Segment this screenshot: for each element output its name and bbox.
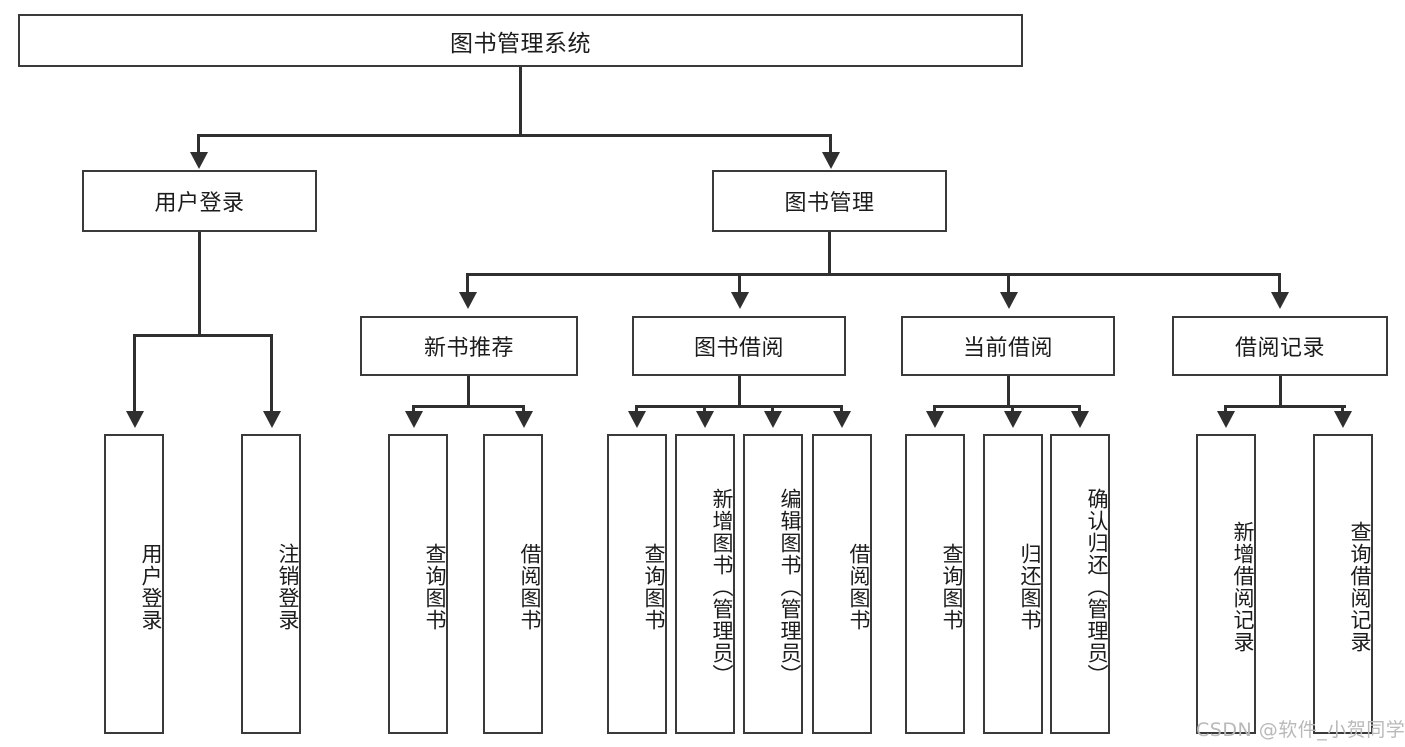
node-leaf-add-book[interactable]: 新增图书（管理员） bbox=[675, 434, 735, 734]
watermark-text: CSDN @软件_小贺同学 bbox=[1196, 719, 1405, 741]
arrowhead-leaf-edit-book bbox=[764, 411, 782, 428]
arrowhead-leaf-confirm-return bbox=[1071, 411, 1089, 428]
edge-cb-bus bbox=[933, 405, 1079, 408]
arrowhead-user-login bbox=[190, 152, 208, 169]
arrowhead-leaf-add-borrow-record bbox=[1217, 411, 1235, 428]
edge-bb-stem bbox=[738, 376, 741, 408]
arrowhead-leaf-query-book-2 bbox=[628, 411, 646, 428]
edge-root-bus bbox=[198, 134, 832, 137]
edge-bm-drop-3 bbox=[1007, 273, 1010, 298]
node-leaf-query-book-2[interactable]: 查询图书 bbox=[607, 434, 667, 734]
edge-user-login-drop-2 bbox=[270, 334, 273, 418]
arrowhead-leaf-borrow-book-1 bbox=[515, 411, 533, 428]
arrowhead-leaf-add-book bbox=[696, 411, 714, 428]
node-user-login[interactable]: 用户登录 bbox=[82, 170, 317, 232]
node-leaf-query-borrow-record[interactable]: 查询借阅记录 bbox=[1313, 434, 1373, 734]
edge-root-to-book-management bbox=[829, 134, 832, 160]
arrowhead-leaf-query-borrow-record bbox=[1334, 411, 1352, 428]
edge-bm-drop-2 bbox=[738, 273, 741, 298]
node-book-borrow[interactable]: 图书借阅 bbox=[632, 316, 846, 376]
arrowhead-leaf-query-book-1 bbox=[405, 411, 423, 428]
node-leaf-query-book-3[interactable]: 查询图书 bbox=[905, 434, 965, 734]
arrowhead-leaf-logout-login bbox=[263, 411, 281, 428]
node-leaf-confirm-return[interactable]: 确认归还（管理员） bbox=[1050, 434, 1110, 734]
edge-user-login-drop-1 bbox=[133, 334, 136, 418]
node-leaf-logout-login[interactable]: 注销登录 bbox=[241, 434, 301, 734]
node-leaf-edit-book[interactable]: 编辑图书（管理员） bbox=[743, 434, 803, 734]
arrowhead-current-borrow bbox=[1000, 292, 1018, 309]
edge-root-to-user-login bbox=[197, 134, 200, 160]
arrowhead-borrow-record bbox=[1271, 292, 1289, 309]
arrowhead-leaf-query-book-3 bbox=[926, 411, 944, 428]
arrowhead-leaf-user-login bbox=[126, 411, 144, 428]
edge-book-management-stem bbox=[828, 232, 831, 276]
edge-br-stem bbox=[1279, 376, 1282, 408]
node-new-book-recommend[interactable]: 新书推荐 bbox=[360, 316, 578, 376]
edge-book-management-bus bbox=[466, 273, 1281, 276]
edge-cb-stem bbox=[1007, 376, 1010, 408]
edge-user-login-stem bbox=[198, 232, 201, 337]
node-leaf-query-book-1[interactable]: 查询图书 bbox=[388, 434, 448, 734]
edge-root-stem bbox=[519, 67, 522, 136]
node-current-borrow[interactable]: 当前借阅 bbox=[901, 316, 1115, 376]
arrowhead-leaf-return-book bbox=[1004, 411, 1022, 428]
arrowhead-new-book-recommend bbox=[459, 292, 477, 309]
arrowhead-book-borrow bbox=[731, 292, 749, 309]
edge-bm-drop-1 bbox=[466, 273, 469, 298]
node-leaf-borrow-book-2[interactable]: 借阅图书 bbox=[812, 434, 872, 734]
edge-nbr-stem bbox=[467, 376, 470, 408]
edge-br-bus bbox=[1224, 405, 1346, 408]
node-leaf-user-login[interactable]: 用户登录 bbox=[104, 434, 164, 734]
edge-bm-drop-4 bbox=[1278, 273, 1281, 298]
node-leaf-borrow-book-1[interactable]: 借阅图书 bbox=[483, 434, 543, 734]
edge-nbr-bus bbox=[412, 405, 525, 408]
node-root-system[interactable]: 图书管理系统 bbox=[18, 14, 1023, 67]
edge-user-login-bus bbox=[133, 334, 273, 337]
node-book-management[interactable]: 图书管理 bbox=[712, 170, 947, 232]
node-borrow-record[interactable]: 借阅记录 bbox=[1172, 316, 1388, 376]
node-leaf-add-borrow-record[interactable]: 新增借阅记录 bbox=[1196, 434, 1256, 734]
edge-bb-bus bbox=[635, 405, 843, 408]
arrowhead-leaf-borrow-book-2 bbox=[833, 411, 851, 428]
node-leaf-return-book[interactable]: 归还图书 bbox=[983, 434, 1043, 734]
arrowhead-book-management bbox=[822, 152, 840, 169]
